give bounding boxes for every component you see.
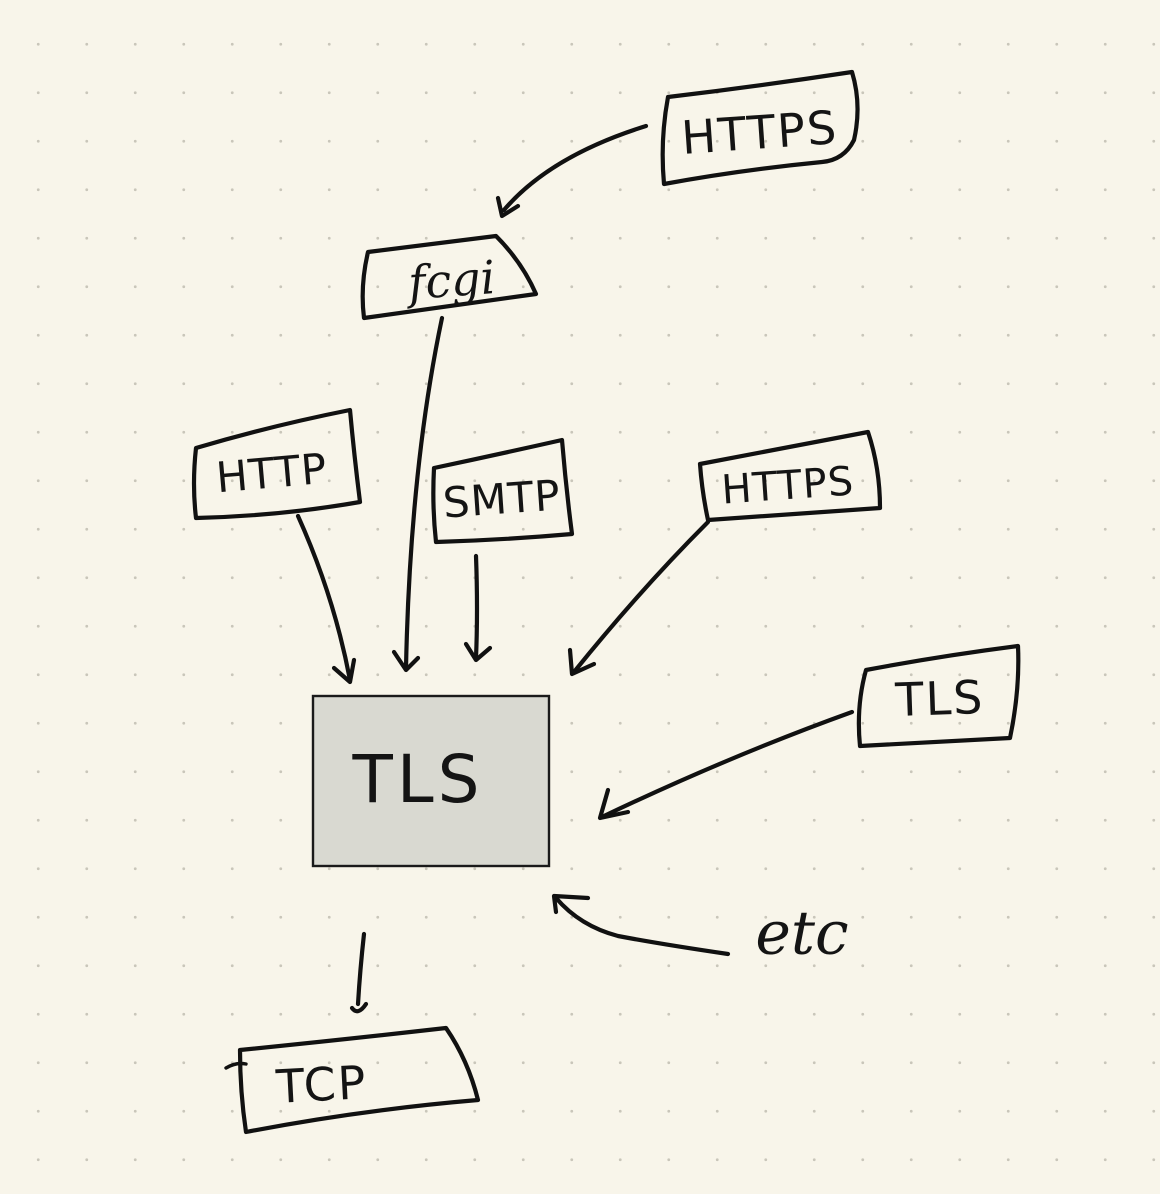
node-https-top-label: HTTPS bbox=[680, 100, 840, 165]
node-https-right-label: HTTPS bbox=[720, 458, 856, 513]
node-tcp-outline bbox=[237, 1025, 481, 1135]
node-smtp-outline bbox=[431, 437, 575, 545]
node-https-right-outline bbox=[697, 429, 883, 523]
node-smtp-label: SMTP bbox=[441, 470, 562, 527]
node-tls-center-label: TLS bbox=[352, 741, 484, 818]
arrow-http-to-tls bbox=[295, 513, 357, 685]
arrow-etc-to-tls bbox=[551, 893, 731, 957]
node-http-outline bbox=[191, 407, 363, 521]
arrow-tls-right-to-tls bbox=[597, 709, 855, 821]
arrow-tls-to-tcp bbox=[349, 931, 369, 1014]
arrow-https-right-to-tls bbox=[567, 519, 711, 677]
node-smtp: SMTP bbox=[431, 437, 575, 545]
node-tls-right-label: TLS bbox=[893, 670, 985, 727]
node-tls-center-box bbox=[311, 694, 551, 868]
arrow-smtp-to-tls bbox=[463, 553, 493, 663]
node-tcp-outline-tail bbox=[224, 1061, 248, 1070]
node-etc-label: etc bbox=[755, 899, 848, 969]
arrow-https-top-to-fcgi bbox=[495, 123, 649, 219]
node-https-right: HTTPS bbox=[697, 429, 883, 523]
node-etc: etc bbox=[755, 899, 848, 969]
node-http: HTTP bbox=[191, 407, 363, 521]
node-http-label: HTTP bbox=[214, 444, 329, 503]
node-fcgi: fcgi bbox=[360, 233, 539, 321]
node-https-top-outline bbox=[660, 69, 860, 187]
node-tcp: TCP bbox=[224, 1025, 481, 1135]
node-fcgi-label: fcgi bbox=[403, 250, 497, 310]
node-tls-right-outline bbox=[856, 643, 1021, 749]
node-fcgi-outline bbox=[360, 233, 539, 321]
arrow-fcgi-to-tls bbox=[391, 315, 445, 673]
node-tcp-label: TCP bbox=[274, 1055, 369, 1114]
node-tls-center: TLS bbox=[311, 694, 551, 868]
node-tls-right: TLS bbox=[856, 643, 1021, 749]
node-https-top: HTTPS bbox=[660, 69, 860, 187]
